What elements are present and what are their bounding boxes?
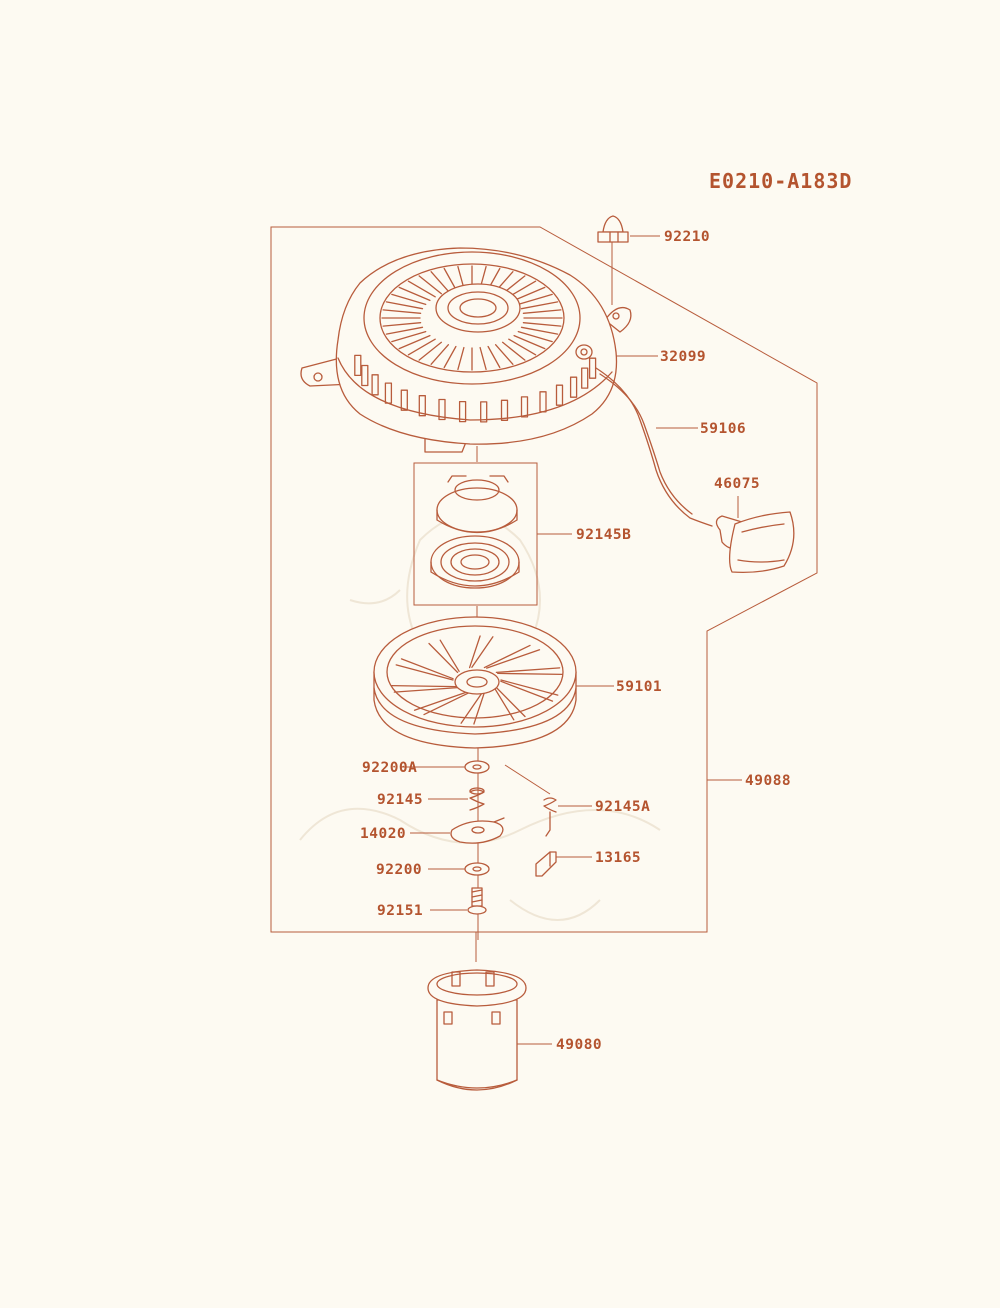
case-vent-slot	[385, 301, 424, 310]
callout-92200: 92200	[376, 862, 423, 878]
case-vent-slot	[522, 309, 562, 314]
diagram-code: E0210-A183D	[709, 169, 853, 193]
reel-vane	[439, 639, 460, 672]
reel-vane	[500, 680, 554, 702]
starter-cup-49080	[427, 969, 527, 1091]
case-vent-slot	[513, 286, 546, 302]
reel-vane	[471, 636, 494, 668]
callout-49080: 49080	[556, 1037, 603, 1053]
reel-vane	[473, 691, 486, 725]
recoil-rope-59106	[595, 367, 713, 527]
reel-vane	[460, 692, 483, 724]
cap-nut-92210	[597, 215, 629, 243]
callout-49088: 49088	[745, 773, 792, 789]
recoil-spring	[430, 535, 520, 589]
case-rim-slot	[458, 400, 467, 423]
case-vent-slot	[487, 345, 501, 369]
reel-vane	[391, 684, 457, 688]
case-vent-slot	[494, 344, 514, 365]
case-vent-slot	[443, 345, 457, 369]
reel-vane	[486, 649, 541, 669]
reel-vane	[428, 642, 459, 674]
washer-92200A	[464, 760, 490, 774]
case-vent-slot	[430, 271, 450, 292]
case-rim-slot	[418, 395, 426, 417]
reel-vane	[423, 691, 471, 716]
reel-vane	[500, 679, 559, 696]
case-vent-slot	[517, 330, 553, 343]
case-vent-slot	[430, 344, 450, 365]
case-rim-slot	[500, 399, 509, 421]
spring-92145A	[543, 797, 557, 837]
case-vent-slot	[385, 326, 424, 335]
case-vent-slot	[382, 309, 422, 314]
case-rim-slot	[371, 374, 379, 396]
case-vent-slot	[501, 341, 526, 361]
case-rim-slot	[581, 367, 589, 389]
case-vent-slot	[520, 326, 559, 335]
callout-59106: 59106	[700, 421, 747, 437]
callout-14020: 14020	[360, 826, 407, 842]
reel-vane	[468, 635, 481, 669]
reel-vane	[494, 688, 515, 721]
reel-vane	[495, 686, 526, 718]
case-vent-slot	[391, 330, 427, 343]
case-vent-slot	[522, 322, 562, 327]
callout-59101: 59101	[616, 679, 663, 695]
case-rim-slot	[400, 389, 408, 411]
case-vent-slot	[457, 265, 465, 290]
callout-92145: 92145	[377, 792, 424, 808]
case-rim-slot	[555, 384, 564, 406]
case-rim-slot	[569, 376, 578, 398]
case-vent-slot	[391, 293, 427, 306]
case-rim-slot	[438, 398, 446, 421]
case-rim-slot	[361, 364, 369, 387]
callout-92200A: 92200A	[362, 760, 418, 776]
case-rim-slot	[520, 396, 529, 418]
spring-cover	[436, 475, 518, 534]
case-vent-slot	[443, 267, 457, 291]
reel-vane	[495, 667, 561, 674]
case-vent-slot	[407, 280, 436, 298]
callout-92210: 92210	[664, 229, 711, 245]
reel-vane	[413, 691, 468, 711]
callout-46075: 46075	[714, 476, 761, 492]
callout-13165: 13165	[595, 850, 642, 866]
case-vent-slot	[520, 301, 559, 310]
callout-32099: 32099	[660, 349, 707, 365]
reel-vane	[483, 644, 531, 669]
recoil-reel-59101	[373, 616, 577, 749]
starter-case-housing	[300, 247, 632, 453]
case-vent-slot	[398, 286, 431, 302]
case-vent-slot	[517, 293, 553, 306]
reel-vane	[395, 664, 454, 681]
callout-92151: 92151	[377, 903, 424, 919]
case-vent-slot	[457, 346, 465, 371]
assembly-boundary-outline	[270, 226, 818, 933]
callout-92145A: 92145A	[595, 799, 651, 815]
pawl-13165	[535, 851, 557, 877]
callout-92145B: 92145B	[576, 527, 632, 543]
reel-vane	[400, 658, 454, 680]
case-vent-slot	[407, 338, 436, 356]
reel-vane	[497, 672, 563, 676]
ratchet-14020	[450, 817, 505, 844]
case-vent-slot	[398, 334, 431, 350]
case-rim-slot	[480, 401, 488, 423]
washer-92200	[464, 862, 490, 876]
case-vent-slot	[479, 346, 487, 371]
case-vent-slot	[418, 341, 443, 361]
spring-92145	[469, 787, 485, 811]
case-vent-slot	[508, 338, 537, 356]
case-vent-slot	[418, 275, 443, 295]
case-vent-slot	[382, 322, 422, 327]
bolt-92151	[467, 887, 487, 915]
case-rim-slot	[354, 354, 362, 377]
case-vent-slot	[513, 334, 546, 350]
reel-vane	[393, 686, 459, 693]
starter-handle-46075	[715, 511, 795, 574]
